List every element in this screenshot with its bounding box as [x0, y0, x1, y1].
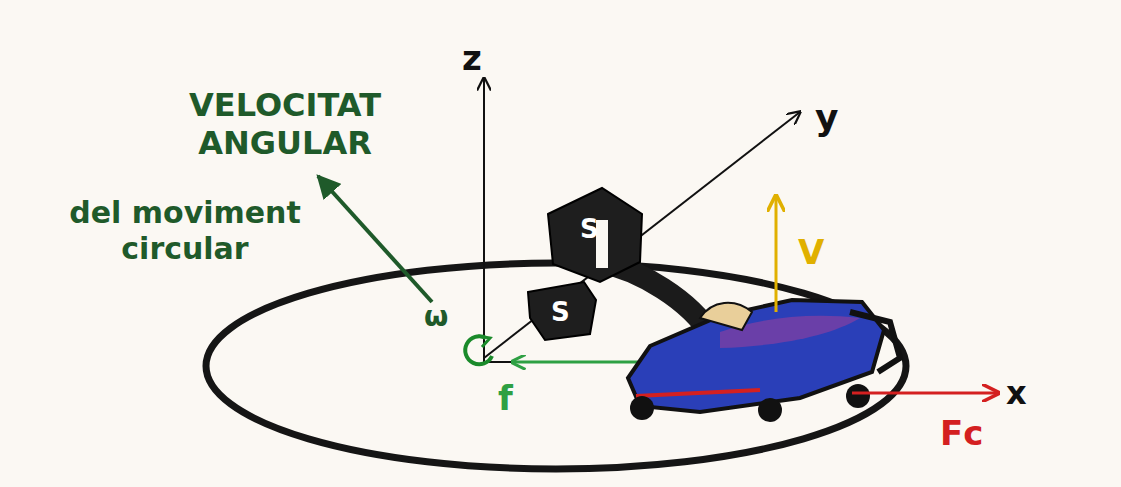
- axis-label: x: [1006, 374, 1027, 412]
- circular-track: [206, 263, 906, 469]
- axis-label: y: [815, 96, 838, 139]
- rotation-symbol: [465, 336, 492, 364]
- z-axis: [483, 78, 485, 362]
- car-red-line: [636, 390, 760, 396]
- car-letter: S: [580, 214, 599, 245]
- car-body: [628, 300, 884, 412]
- omega-symbol: ω: [424, 300, 448, 334]
- car-letter: S: [551, 297, 570, 328]
- axis-label: z: [462, 38, 482, 79]
- force-label: Fc: [940, 413, 983, 454]
- rotation-arrowhead: [478, 336, 490, 347]
- car-wheel: [846, 384, 870, 408]
- car-cockpit: [700, 303, 752, 330]
- annotation-arrow: [318, 176, 432, 302]
- annotation-note: del moviment circular: [25, 195, 345, 267]
- annotation-title: VELOCITAT ANGULAR: [150, 86, 420, 163]
- car-front-wing: [850, 312, 900, 372]
- centripetal-arrow: [512, 361, 640, 364]
- velocity-arrow: [775, 196, 778, 312]
- car-wing-lower: [528, 282, 596, 340]
- car-wing-upper: [548, 188, 642, 282]
- x-axis: [484, 361, 640, 363]
- car-wheel: [758, 398, 782, 422]
- force-label: f: [498, 378, 513, 419]
- car-wheel: [630, 396, 654, 420]
- velocity-label: V: [798, 232, 824, 273]
- force-arrow: [852, 392, 998, 395]
